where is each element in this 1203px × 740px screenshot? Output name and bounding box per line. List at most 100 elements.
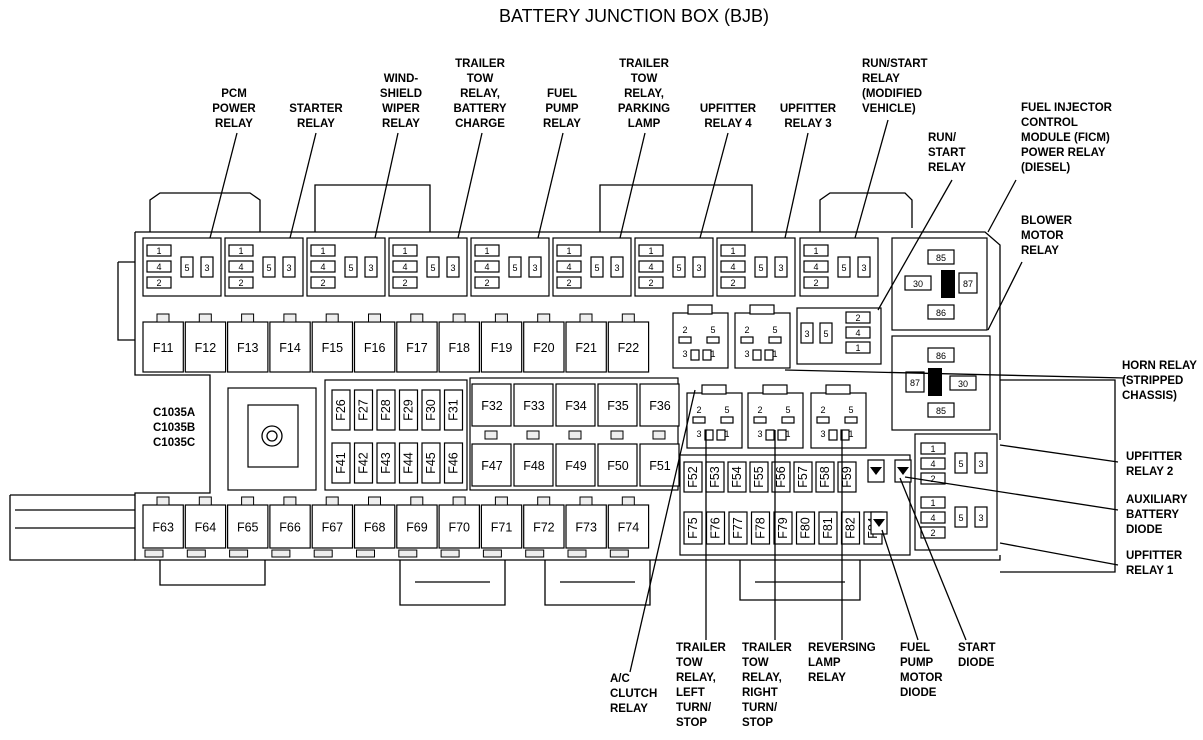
callout-lines xyxy=(209,119,1126,673)
fuse-label-f79: F79 xyxy=(776,517,790,539)
label-ficm: FUEL INJECTOR xyxy=(1021,102,1113,114)
cart-fuse xyxy=(555,443,596,487)
relay-pin xyxy=(920,496,946,509)
label-upf3: UPFITTER xyxy=(780,103,837,115)
fuse-slot xyxy=(353,321,396,373)
pin-label: 2 xyxy=(730,278,735,288)
pin-label: 4 xyxy=(813,262,818,272)
label-aux-diode: AUXILIARY xyxy=(1126,494,1188,506)
fuse-terminal xyxy=(410,313,424,323)
relay-pin xyxy=(228,244,254,257)
fuse-label-f29: F29 xyxy=(402,399,416,421)
callout-labels: PCMPOWERRELAYSTARTERRELAYWIND-SHIELDWIPE… xyxy=(212,58,1197,729)
fuse-foot xyxy=(525,549,545,558)
pin-label: 3 xyxy=(682,349,687,359)
relay-pin xyxy=(920,442,946,455)
pin-slot xyxy=(740,336,754,344)
pin-label: 4 xyxy=(930,459,935,469)
mini-fuse xyxy=(818,511,838,545)
diode-icon xyxy=(873,519,885,527)
label-upf1: RELAY 1 xyxy=(1126,565,1174,577)
label-trailer-left: TRAILER xyxy=(676,642,727,654)
fuse-label-f31: F31 xyxy=(447,399,461,421)
relay-pin xyxy=(837,256,851,278)
pin-slot xyxy=(692,416,706,424)
relay-pin xyxy=(474,276,500,289)
pin-label: 1 xyxy=(238,246,243,256)
pin-label: 1 xyxy=(848,429,853,439)
mini-fuse xyxy=(421,389,441,431)
fuse-label-f67: F67 xyxy=(322,521,344,535)
relay-pin xyxy=(228,276,254,289)
fuse-label-f66: F66 xyxy=(279,521,301,535)
pin-label: 1 xyxy=(320,246,325,256)
pin-slot xyxy=(764,349,774,361)
pin-label: 5 xyxy=(430,263,435,273)
fuse-terminal xyxy=(325,496,339,506)
relay-pin xyxy=(392,244,418,257)
relay-pin xyxy=(920,526,946,539)
relay-pin xyxy=(556,260,582,273)
cart-fuse xyxy=(471,383,512,427)
mini-fuse xyxy=(728,511,748,545)
fuse-foot xyxy=(144,549,164,558)
fuse-terminal xyxy=(283,496,297,506)
mini-fuse xyxy=(683,511,703,545)
pin-slot xyxy=(844,416,858,424)
label-upf4: UPFITTER xyxy=(700,103,757,115)
callout-line xyxy=(784,132,809,239)
callout-line xyxy=(999,542,1119,566)
cart-fuse-clip xyxy=(526,430,540,440)
fuse-foot xyxy=(186,549,206,558)
relay-pin xyxy=(803,260,829,273)
pin-label: 3 xyxy=(804,329,809,339)
pin-label: 87 xyxy=(910,378,920,388)
fuse-label-f45: F45 xyxy=(424,452,438,474)
label-ficm: (DIESEL) xyxy=(1021,162,1070,174)
label-runstart: RUN/ xyxy=(928,132,957,144)
pin-label: 5 xyxy=(758,263,763,273)
pin-label: 2 xyxy=(696,405,701,415)
pin-label: 1 xyxy=(566,246,571,256)
fuse-label-f20: F20 xyxy=(533,341,555,355)
pin-slot xyxy=(765,429,775,441)
relay-pin xyxy=(228,260,254,273)
fuse-terminal xyxy=(579,313,593,323)
callout-line xyxy=(999,444,1119,463)
fuse-label-f43: F43 xyxy=(379,452,393,474)
pin-label: 2 xyxy=(813,278,818,288)
pin-label: 4 xyxy=(566,262,571,272)
relay-pin xyxy=(974,452,988,474)
relay-pin xyxy=(692,256,706,278)
mini-fuse xyxy=(353,442,374,484)
relay-pin xyxy=(638,244,664,257)
pin-slot xyxy=(777,429,787,441)
relay-pin xyxy=(803,244,829,257)
pin-slot xyxy=(678,336,692,344)
fuse-terminal xyxy=(283,313,297,323)
fuse-terminal xyxy=(494,313,508,323)
pin-label: 2 xyxy=(566,278,571,288)
fuse-slot xyxy=(565,504,607,549)
label-fuel-diode: FUEL xyxy=(900,642,930,654)
relay-pin xyxy=(845,326,871,339)
fuse-foot xyxy=(398,549,418,558)
fuse-terminal xyxy=(368,496,381,506)
pin-label: 5 xyxy=(348,263,353,273)
pin-slot xyxy=(702,349,712,361)
fuse-slot xyxy=(523,504,565,549)
relay-pin xyxy=(180,256,194,278)
mini-fuse xyxy=(795,511,816,545)
label-blower: BLOWER xyxy=(1021,215,1073,227)
pin-label: 86 xyxy=(936,308,946,318)
pin-label: 4 xyxy=(648,262,653,272)
label-upf4: RELAY 4 xyxy=(704,118,752,130)
label-starter: RELAY xyxy=(297,118,335,130)
pin-slot xyxy=(706,336,720,344)
